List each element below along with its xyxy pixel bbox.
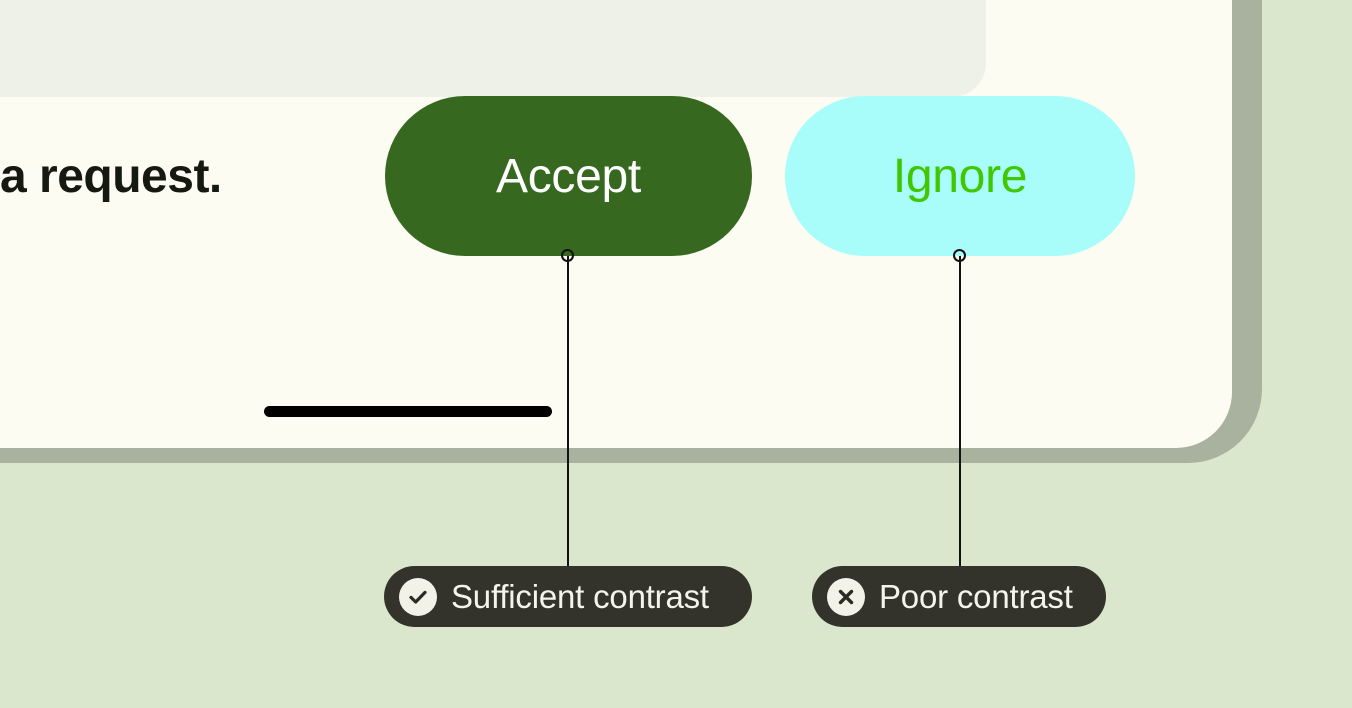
leader-line-ignore xyxy=(959,256,961,568)
accept-button[interactable]: Accept xyxy=(385,96,752,256)
annotation-label: Poor contrast xyxy=(879,578,1073,615)
annotation-poor-contrast: Poor contrast xyxy=(812,566,1106,627)
message-card xyxy=(0,0,986,97)
annotation-sufficient-contrast: Sufficient contrast xyxy=(384,566,752,627)
ignore-button[interactable]: Ignore xyxy=(785,96,1135,256)
leader-dot-accept xyxy=(561,249,574,262)
message-text: a request. xyxy=(0,150,222,203)
annotation-label: Sufficient contrast xyxy=(451,578,709,615)
leader-dot-ignore xyxy=(953,249,966,262)
x-circle-icon xyxy=(827,577,865,616)
leader-line-accept xyxy=(567,256,569,568)
home-indicator[interactable] xyxy=(264,406,552,417)
check-circle-icon xyxy=(399,577,437,616)
